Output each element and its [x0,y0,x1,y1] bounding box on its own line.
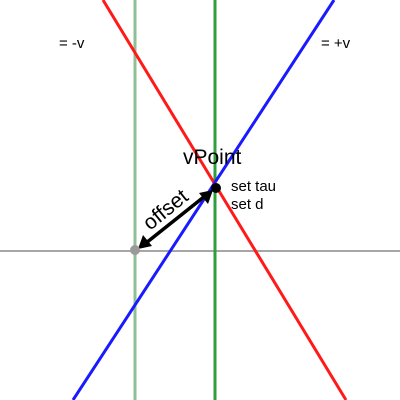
set-d-label: set d [231,196,264,213]
offset-arrow [138,190,213,249]
vpoint-label: vPoint [183,146,242,169]
plus-v-label: = +v [321,35,351,52]
minus-v-line [101,0,348,400]
vpoint-point[interactable] [211,183,221,193]
minus-v-label: = -v [59,35,85,52]
set-tau-label: set tau [231,178,276,195]
offset-origin-point[interactable] [130,245,140,255]
plus-v-line [71,0,336,400]
